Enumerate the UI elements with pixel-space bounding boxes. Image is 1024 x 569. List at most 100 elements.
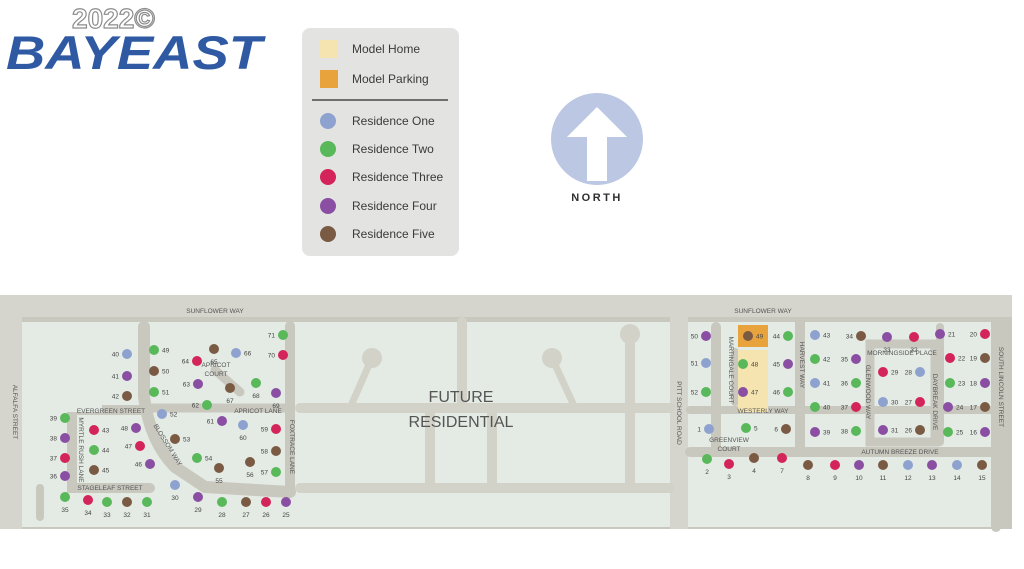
west-lot-36-marker [60,471,70,481]
east-lot-9-marker [830,460,840,470]
street-south-lincoln: SOUTH LINCOLN STREET [997,347,1004,427]
west-lot-43-number: 43 [102,428,110,435]
west-lot-47-marker [135,441,145,451]
west-lot-26-marker [261,497,271,507]
east-lot-19-marker [980,353,990,363]
west-lot-46-marker [145,459,155,469]
west-lot-67-number: 67 [226,398,234,405]
west-lot-50-marker [149,366,159,376]
east-lot-19-number: 19 [970,356,978,363]
east-lot-42-marker [810,354,820,364]
east-lot-47-marker [738,387,748,397]
west-lot-64-number: 64 [182,359,190,366]
east-lot-44-number: 44 [773,334,781,341]
east-lot-32-number: 32 [910,347,918,354]
east-lot-2-number: 2 [705,469,709,476]
legend-residence-one-swatch [320,113,336,129]
east-lot-4-marker [749,453,759,463]
legend-residence-four-label: Residence Four [352,199,437,213]
west-lot-54-number: 54 [205,456,213,463]
street-sunflower-west: SUNFLOWER WAY [186,308,244,315]
east-lot-2-marker [702,454,712,464]
north-arrow-icon [551,93,643,185]
east-lot-8-number: 8 [806,475,810,482]
east-lot-16-number: 16 [970,430,978,437]
west-lot-68-number: 68 [252,393,260,400]
east-lot-26-number: 26 [905,428,913,435]
east-lot-4-number: 4 [752,468,756,475]
street-apricot-court-1: APRICOT [202,362,231,369]
street-evergreen: EVERGREEN STREET [77,408,145,415]
east-lot-31-number: 31 [891,428,899,435]
west-lot-47-number: 47 [125,444,133,451]
west-lot-58-marker [271,446,281,456]
west-lot-58-number: 58 [261,449,269,456]
legend-residence-one: Residence One [320,112,435,130]
west-lot-25-marker [281,497,291,507]
west-lot-43-marker [89,425,99,435]
east-lot-17-marker [980,402,990,412]
east-lot-44-marker [783,331,793,341]
west-lot-55-marker [214,463,224,473]
street-greenview-1: GREENVIEW [709,437,750,444]
west-lot-35-number: 35 [61,507,69,514]
east-lot-30-number: 30 [891,400,899,407]
east-lot-32-marker [909,332,919,342]
east-lot-36-marker [851,378,861,388]
west-lot-51-number: 51 [162,390,170,397]
east-lot-23-marker [945,378,955,388]
east-lot-7-number: 7 [780,468,784,475]
east-lot-24-marker [943,402,953,412]
east-lot-6-number: 6 [774,427,778,434]
west-lot-41-marker [122,371,132,381]
west-lot-71-number: 71 [268,333,276,340]
east-lot-21-marker [935,329,945,339]
west-lot-53-marker [170,434,180,444]
east-lot-21-number: 21 [948,332,956,339]
legend-divider [312,99,448,101]
west-lot-36-number: 36 [50,474,58,481]
east-lot-31-marker [878,425,888,435]
west-lot-25-number: 25 [282,512,290,519]
west-lot-50-number: 50 [162,369,170,376]
east-lot-13-number: 13 [928,475,936,482]
west-lot-31-number: 31 [143,512,151,519]
legend-residence-four: Residence Four [320,197,437,215]
west-lot-71-marker [278,330,288,340]
west-lot-44-marker [89,445,99,455]
west-lot-31-marker [142,497,152,507]
west-lot-69-number: 69 [272,403,280,410]
east-lot-42-number: 42 [823,357,831,364]
street-greenview-2: COURT [718,446,741,453]
west-lot-57-number: 57 [261,470,269,477]
west-lot-62-marker [202,400,212,410]
west-lot-32-marker [122,497,132,507]
east-lot-14-number: 14 [953,475,961,482]
east-lot-1-marker [704,424,714,434]
street-harvest: HARVEST WAY [798,342,805,389]
east-lot-12-marker [903,460,913,470]
west-lot-40-marker [122,349,132,359]
legend-model-parking-swatch [320,70,338,88]
east-lot-7-marker [777,453,787,463]
east-lot-14-marker [952,460,962,470]
street-morningside: MORNINGSIDE PLACE [867,350,937,357]
street-glenwood: GLENWOOD WAY [864,365,871,420]
east-lot-10-number: 10 [855,475,863,482]
east-lot-11-marker [878,460,888,470]
legend-residence-five-label: Residence Five [352,227,435,241]
west-lot-62-number: 62 [192,403,200,410]
west-lot-65-number: 65 [210,359,218,366]
east-lot-29-number: 29 [891,370,899,377]
west-lot-59-number: 59 [261,427,269,434]
street-sunflower-east: SUNFLOWER WAY [734,308,792,315]
east-lot-52-marker [701,387,711,397]
west-lot-49-marker [149,345,159,355]
east-lot-29-marker [878,367,888,377]
street-pitt-school: PITT SCHOOL ROAD [675,381,682,445]
east-lot-15-marker [977,460,987,470]
east-lot-18-number: 18 [970,381,978,388]
legend-residence-four-swatch [320,198,336,214]
east-lot-40-number: 40 [823,405,831,412]
west-lot-26-number: 26 [262,512,270,519]
